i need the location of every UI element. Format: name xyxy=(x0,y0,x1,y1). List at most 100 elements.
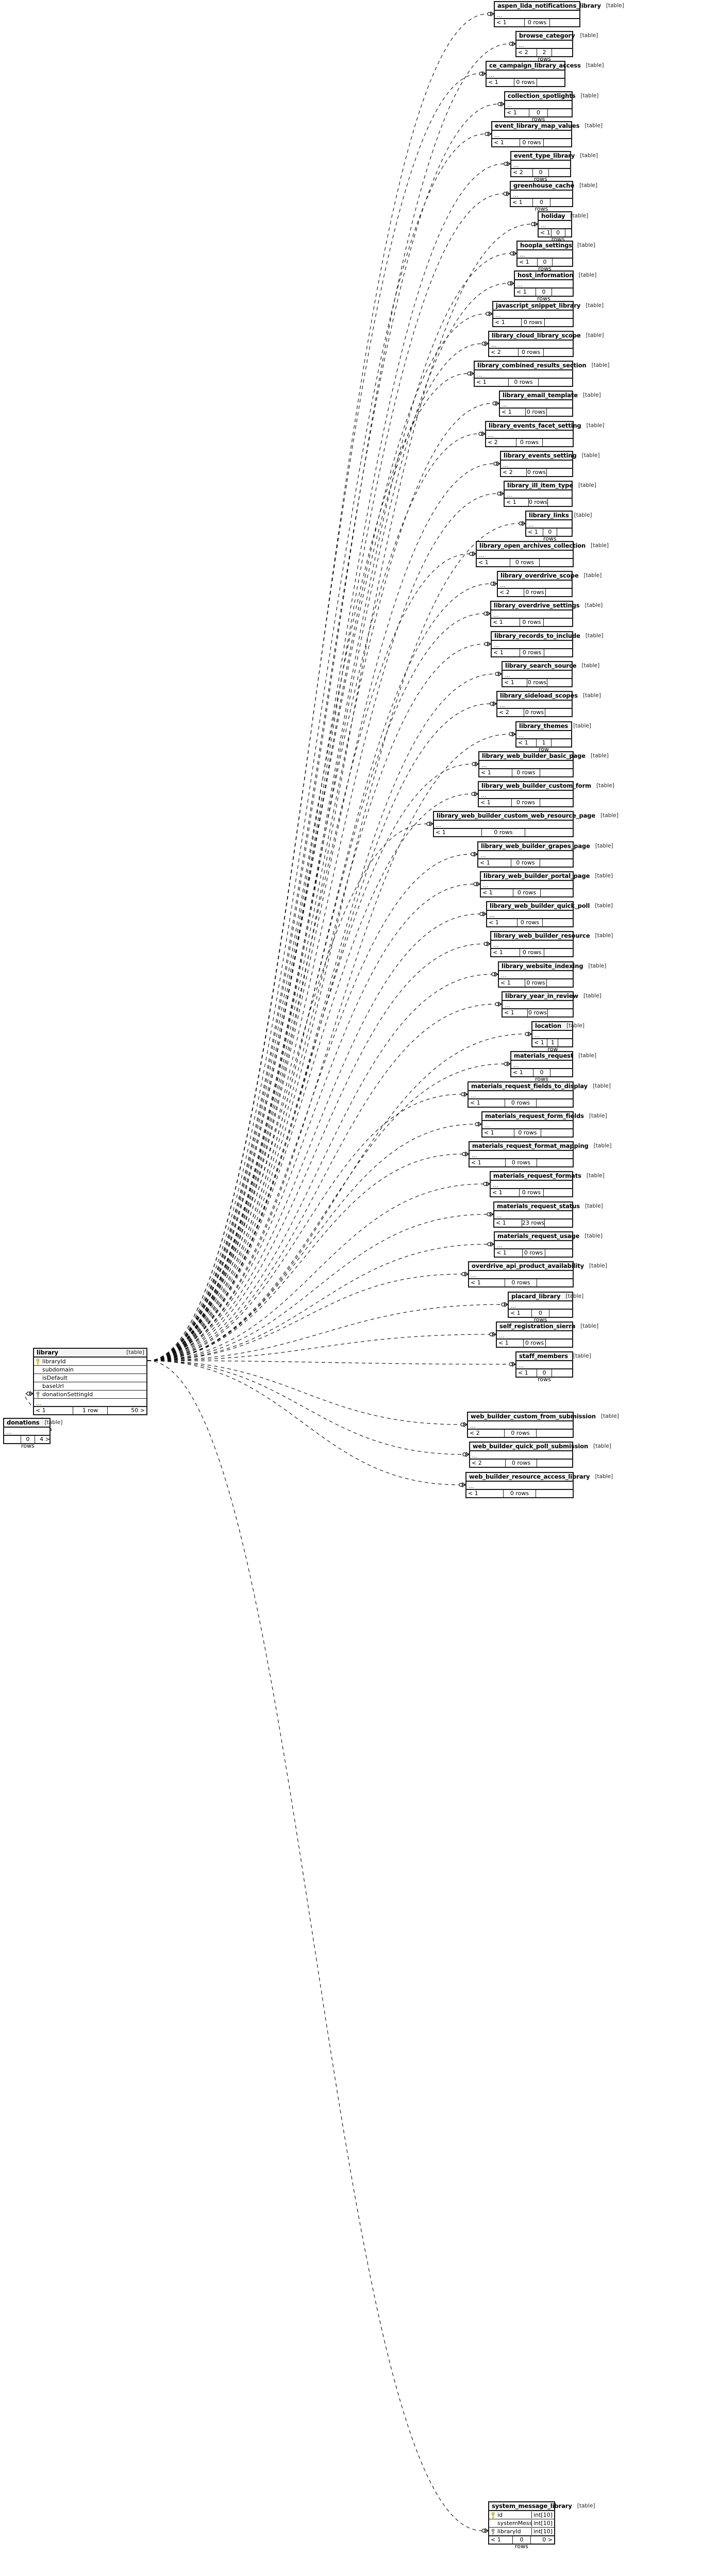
table-header[interactable]: ce_campaign_library_access[table] xyxy=(487,62,604,71)
table-header[interactable]: event_type_library[table] xyxy=(511,152,598,161)
collapsed-columns-ellipsis[interactable]: ... xyxy=(4,1428,49,1435)
table-header[interactable]: library_web_builder_custom_form[table] xyxy=(479,782,614,791)
table-header[interactable]: library_web_builder_custom_web_resource_… xyxy=(434,812,619,821)
table-header[interactable]: library_links[table] xyxy=(526,512,592,520)
collapsed-columns-ellipsis[interactable]: ... xyxy=(493,311,573,318)
child-table-web_builder_resource_access_library[interactable]: web_builder_resource_access_library[tabl… xyxy=(465,1472,613,1498)
table-header[interactable]: library_overdrive_settings[table] xyxy=(491,602,603,611)
collapsed-columns-ellipsis[interactable]: ... xyxy=(501,461,572,468)
collapsed-columns-ellipsis[interactable]: ... xyxy=(497,1331,572,1339)
table-header[interactable]: library_combined_results_section[table] xyxy=(475,362,609,370)
table-column-row[interactable]: subdomain xyxy=(34,1366,146,1374)
collapsed-columns-ellipsis[interactable]: ... xyxy=(434,821,573,828)
table-header[interactable]: materials_request_form_fields[table] xyxy=(482,1112,607,1121)
collapsed-columns-ellipsis[interactable]: ... xyxy=(475,370,572,378)
table-header[interactable]: host_information[table] xyxy=(515,272,596,280)
table-header[interactable]: aspen_lida_notifications_library[table] xyxy=(495,2,624,11)
collapsed-columns-ellipsis[interactable]: ... xyxy=(491,1181,572,1189)
collapsed-columns-ellipsis[interactable]: ... xyxy=(479,791,573,799)
collapsed-columns-ellipsis[interactable]: ... xyxy=(526,520,572,528)
table-header[interactable]: donations[table] xyxy=(4,1419,62,1428)
table-column-row[interactable]: donationSettingId xyxy=(34,1391,146,1399)
collapsed-columns-ellipsis[interactable]: ... xyxy=(516,41,572,48)
table-header[interactable]: library_web_builder_quick_poll[table] xyxy=(487,902,613,911)
table-header[interactable]: browse_category[table] xyxy=(516,32,598,41)
collapsed-columns-ellipsis[interactable]: ... xyxy=(515,280,573,288)
table-header[interactable]: self_registration_sierra[table] xyxy=(497,1323,598,1331)
child-table-library_web_builder_resource[interactable]: library_web_builder_resource[table]...< … xyxy=(490,931,613,957)
table-header[interactable]: materials_request[table] xyxy=(511,1052,596,1061)
table-header[interactable]: library_web_builder_grapes_page[table] xyxy=(478,842,613,851)
collapsed-columns-ellipsis[interactable]: ... xyxy=(492,641,572,649)
collapsed-columns-ellipsis[interactable]: ... xyxy=(477,551,573,558)
collapsed-columns-ellipsis[interactable]: ... xyxy=(486,431,573,438)
table-header[interactable]: materials_request_format_mapping[table] xyxy=(470,1142,611,1151)
collapsed-columns-ellipsis[interactable]: ... xyxy=(481,881,573,889)
table-header[interactable]: library_ill_item_type[table] xyxy=(505,482,596,490)
child-table-library_web_builder_portal_page[interactable]: library_web_builder_portal_page[table]..… xyxy=(480,871,613,897)
collapsed-columns-ellipsis[interactable]: ... xyxy=(479,761,573,769)
collapsed-columns-ellipsis[interactable]: ... xyxy=(500,400,572,408)
table-header[interactable]: placard_library[table] xyxy=(509,1293,583,1301)
collapsed-columns-ellipsis[interactable]: ... xyxy=(517,250,572,258)
child-table-library_web_builder_basic_page[interactable]: library_web_builder_basic_page[table]...… xyxy=(478,751,609,777)
table-header[interactable]: library_website_indexing[table] xyxy=(499,962,606,971)
child-table-library_web_builder_custom_web_resource_page[interactable]: library_web_builder_custom_web_resource_… xyxy=(433,811,619,837)
table-column-row[interactable]: baseUrl xyxy=(34,1382,146,1391)
table-header[interactable]: library_overdrive_scope[table] xyxy=(498,572,602,581)
collapsed-columns-ellipsis[interactable]: ... xyxy=(492,131,571,139)
table-column-row[interactable]: isDefault xyxy=(34,1374,146,1382)
table-header[interactable]: event_library_map_values[table] xyxy=(492,122,603,131)
table-header[interactable]: web_builder_quick_poll_submission[table] xyxy=(470,1443,611,1451)
table-header[interactable]: materials_request_formats[table] xyxy=(491,1172,605,1181)
table-header[interactable]: library_themes[table] xyxy=(516,722,591,731)
collapsed-columns-ellipsis[interactable]: ... xyxy=(34,1399,146,1406)
collapsed-columns-ellipsis[interactable]: ... xyxy=(482,1121,573,1129)
table-header[interactable]: library_records_to_include[table] xyxy=(492,632,604,641)
table-header[interactable]: materials_request_status[table] xyxy=(494,1202,603,1211)
child-table-overdrive_api_product_availability[interactable]: overdrive_api_product_availability[table… xyxy=(468,1261,607,1287)
collapsed-columns-ellipsis[interactable]: ... xyxy=(491,611,572,618)
table-header[interactable]: library_events_facet_setting[table] xyxy=(486,422,604,431)
collapsed-columns-ellipsis[interactable]: ... xyxy=(511,191,572,198)
collapsed-columns-ellipsis[interactable]: ... xyxy=(494,1211,572,1219)
table-header[interactable]: library_web_builder_basic_page[table] xyxy=(479,752,609,761)
collapsed-columns-ellipsis[interactable]: ... xyxy=(511,161,570,168)
table-header[interactable]: library_cloud_library_scope[table] xyxy=(489,332,604,341)
collapsed-columns-ellipsis[interactable]: ... xyxy=(497,701,572,708)
child-table-library_cloud_library_scope[interactable]: library_cloud_library_scope[table]...< 2… xyxy=(488,331,604,357)
collapsed-columns-ellipsis[interactable]: ... xyxy=(516,1361,572,1369)
collapsed-columns-ellipsis[interactable]: ... xyxy=(505,101,572,109)
table-header[interactable]: web_builder_custom_from_submission[table… xyxy=(468,1413,619,1421)
table-header[interactable]: library_events_setting[table] xyxy=(501,452,599,461)
table-header[interactable]: library_web_builder_portal_page[table] xyxy=(481,872,613,881)
table-column-row[interactable]: libraryId xyxy=(34,1358,146,1366)
child-table-library_events_facet_setting[interactable]: library_events_facet_setting[table]...< … xyxy=(485,421,604,447)
child-table-library_web_builder_custom_form[interactable]: library_web_builder_custom_form[table]..… xyxy=(478,781,614,807)
table-header[interactable]: library_email_template[table] xyxy=(500,392,601,400)
table-header[interactable]: hoopla_settings[table] xyxy=(517,242,595,250)
